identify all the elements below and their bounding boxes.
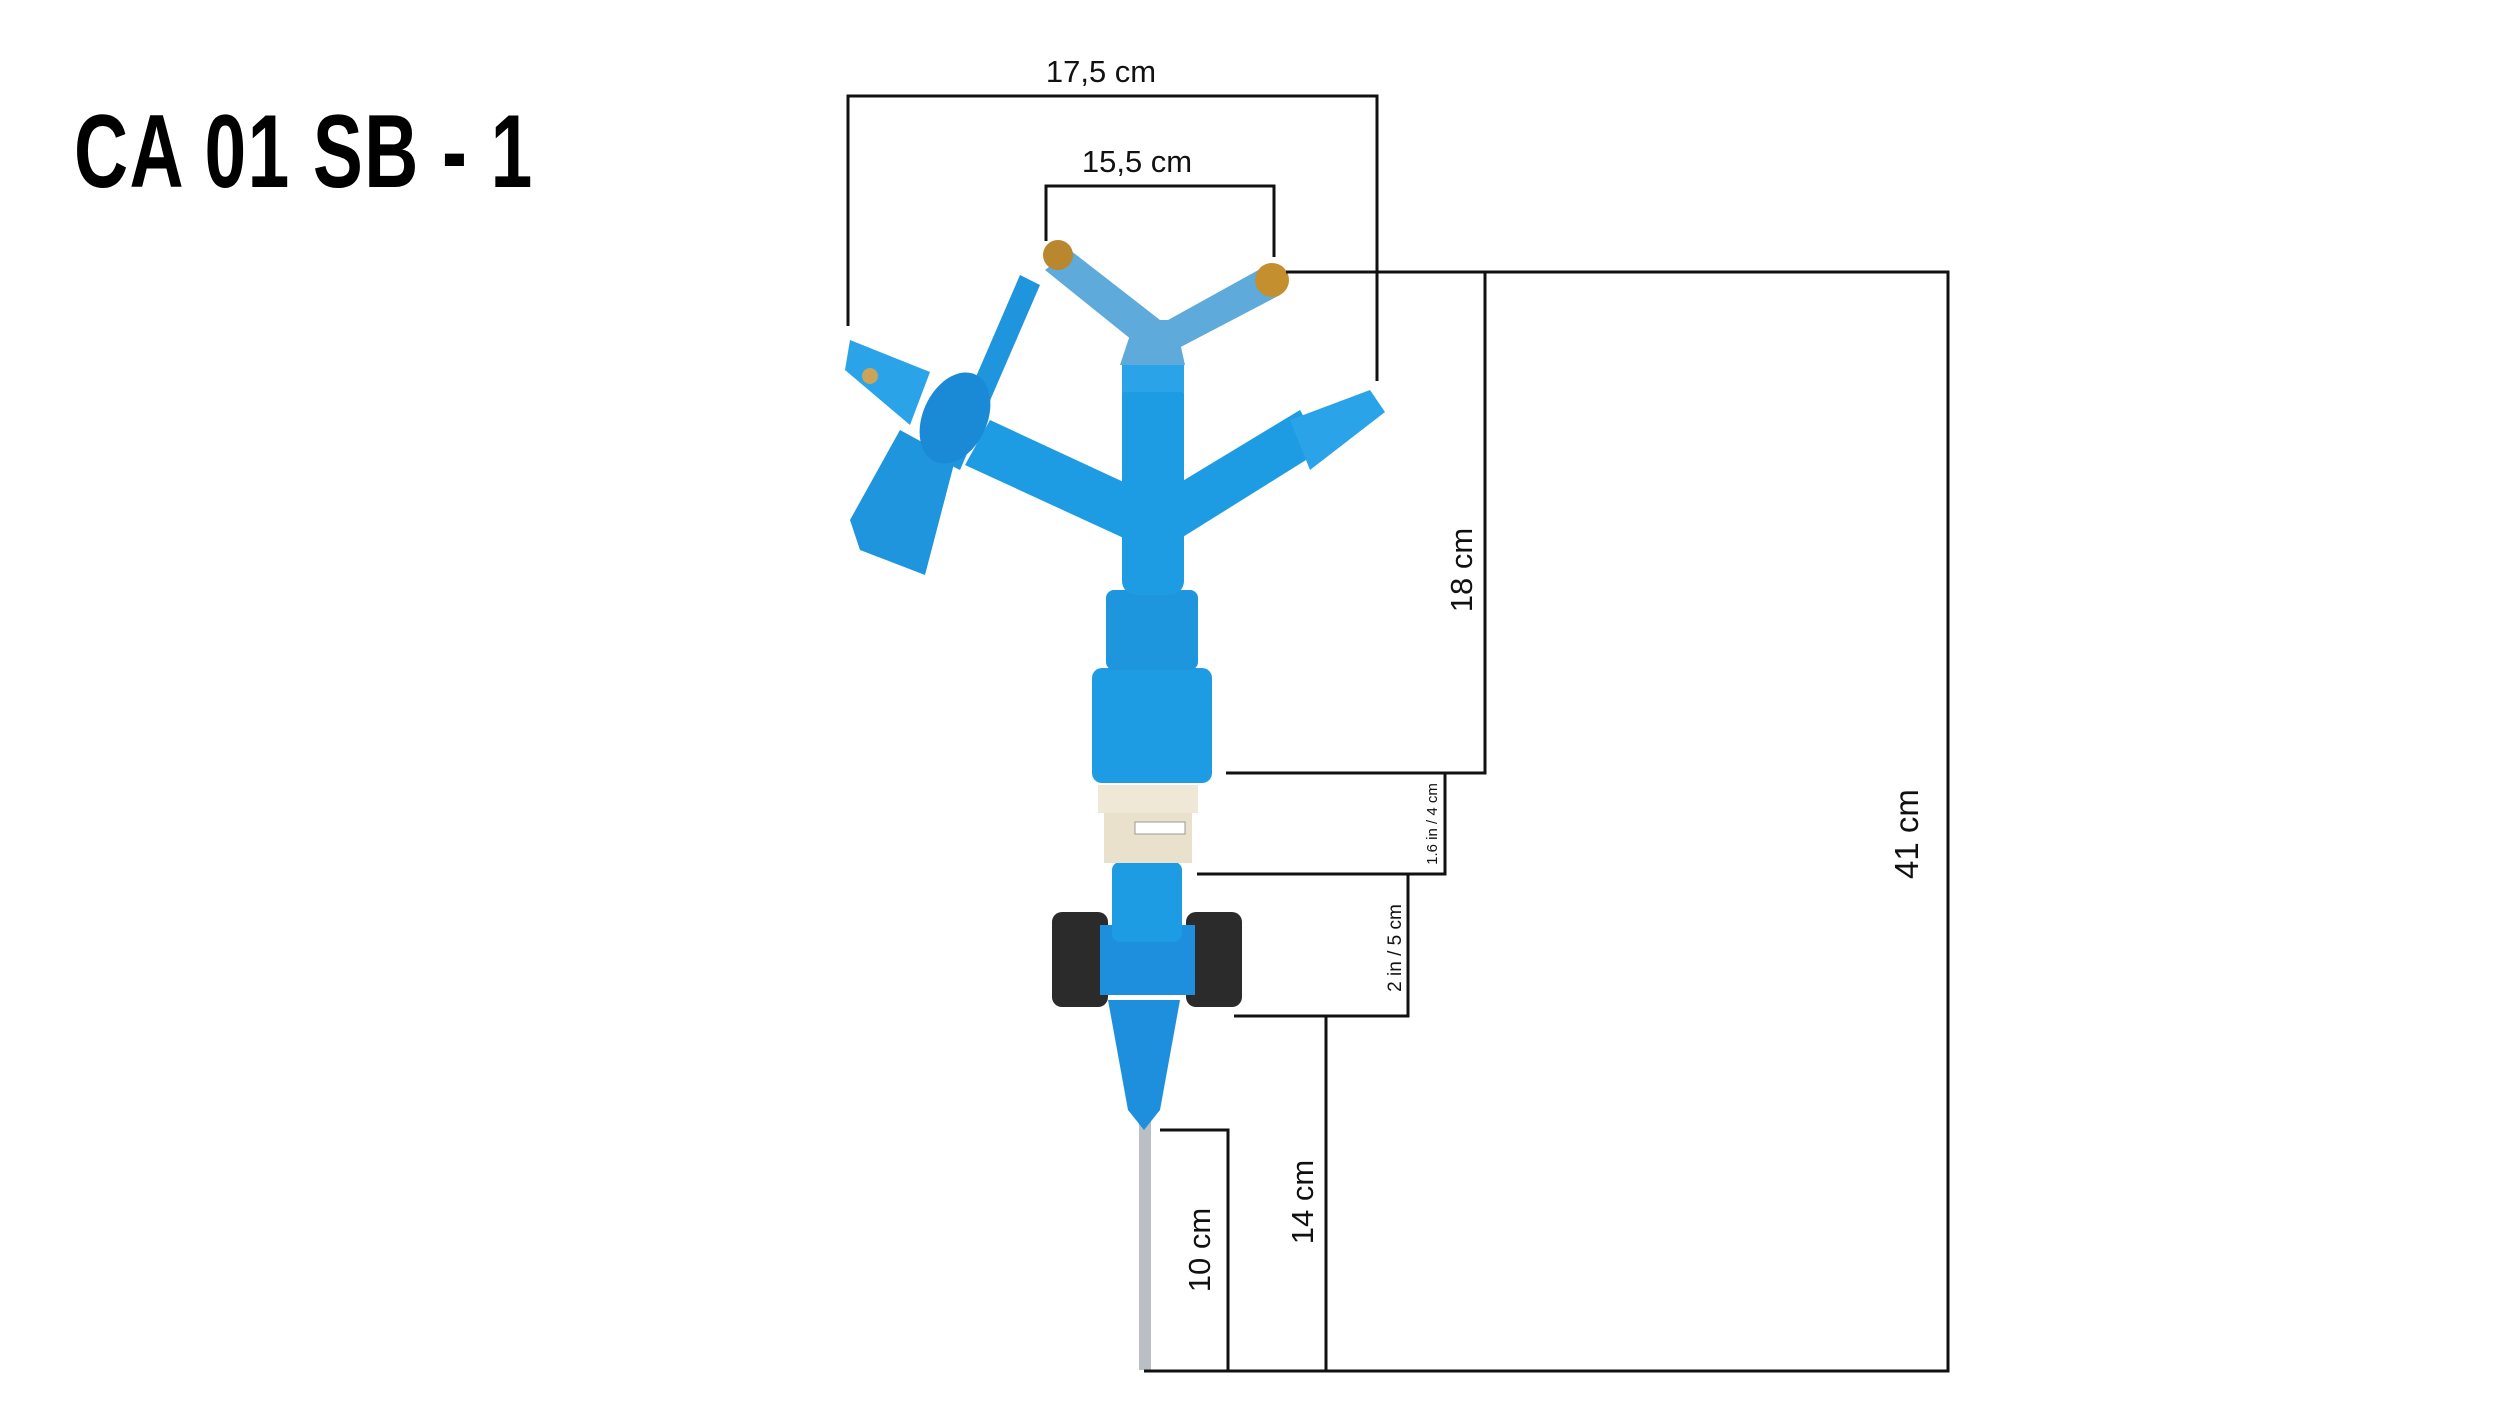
y-arm-left xyxy=(1045,250,1160,340)
brass-nozzle-right xyxy=(1255,263,1289,297)
coupling-lower xyxy=(1112,862,1182,942)
cream-connector xyxy=(1104,813,1192,863)
height-10-bracket xyxy=(1160,1128,1230,1371)
width-15-5-bracket xyxy=(1044,184,1276,257)
height-5-bracket xyxy=(1234,874,1410,1018)
paddle-hub xyxy=(919,372,991,464)
label-5-cm: 2 in / 5 cm xyxy=(1385,904,1406,992)
hose-connector-left xyxy=(1052,912,1108,1007)
label-10-cm: 10 cm xyxy=(1182,1208,1217,1292)
left-arm xyxy=(965,420,1130,540)
right-nozzle xyxy=(1290,390,1385,470)
barcode-label xyxy=(1134,821,1186,835)
label-18-cm: 18 cm xyxy=(1444,528,1479,612)
right-arm xyxy=(1176,410,1322,540)
brass-nozzle-left xyxy=(1043,240,1073,270)
product-code-title: CA 01 SB - 1 xyxy=(74,94,534,210)
stake-cone xyxy=(1108,1000,1180,1130)
vertical-body xyxy=(1122,380,1184,595)
width-17-5-bracket xyxy=(846,94,1379,381)
label-14-cm: 14 cm xyxy=(1285,1160,1320,1244)
left-nozzle xyxy=(845,340,930,425)
dimension-labels: 17,5 cm 15,5 cm 41 cm 18 cm 1.6 in / 4 c… xyxy=(1046,54,1925,1292)
height-18-bracket xyxy=(1226,272,1487,775)
label-15-5-cm: 15,5 cm xyxy=(1082,144,1192,179)
y-arm-right xyxy=(1150,268,1280,350)
hose-connector-right xyxy=(1186,912,1242,1007)
swivel-ring xyxy=(1122,362,1184,392)
main-nut xyxy=(1092,668,1212,783)
collar xyxy=(1106,590,1198,670)
height-41-bracket xyxy=(1144,270,1950,1373)
sprinkler-image xyxy=(845,240,1385,1370)
screw-icon xyxy=(862,368,878,384)
height-4-bracket xyxy=(1197,773,1447,876)
deflector-paddle-bottom xyxy=(850,430,955,575)
label-41-cm: 41 cm xyxy=(1888,789,1925,879)
cream-nut xyxy=(1098,785,1198,813)
label-17-5-cm: 17,5 cm xyxy=(1046,54,1156,89)
metal-spike xyxy=(1139,1120,1151,1370)
dimension-lines xyxy=(846,94,1950,1373)
label-4-cm: 1.6 in / 4 cm xyxy=(1424,783,1441,865)
